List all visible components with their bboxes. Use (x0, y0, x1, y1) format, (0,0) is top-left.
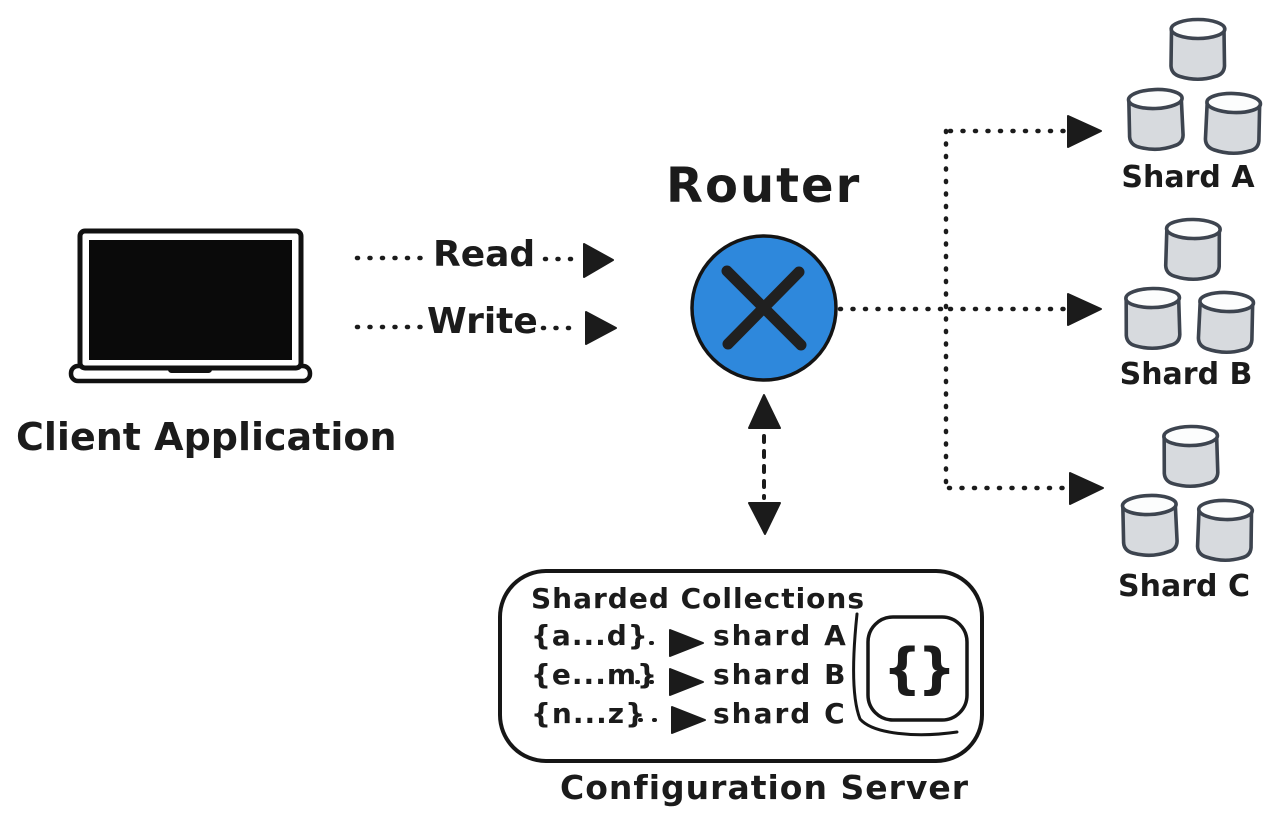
json-braces-icon: {} (883, 637, 956, 700)
router-config-link (748, 394, 781, 535)
router-label: Router (666, 158, 862, 214)
mapping-target-c: shard C (713, 697, 847, 730)
router-node-icon (690, 234, 838, 382)
config-box-divider (852, 612, 959, 737)
read-flow-label: Read (433, 234, 536, 275)
shard-c-label: Shard C (1118, 569, 1250, 604)
config-server-box (498, 569, 984, 763)
laptop-icon (68, 228, 313, 384)
mapping-target-b: shard B (713, 658, 848, 691)
mapping-range-c: {n...z} (531, 697, 647, 730)
json-icon-frame (866, 615, 969, 722)
shard-a-label: Shard A (1121, 160, 1255, 195)
write-flow-label: Write (427, 301, 538, 342)
read-arrow (354, 243, 614, 278)
mapping-range-a: {a...d} (531, 619, 649, 652)
shard-c-databases-icon (1120, 424, 1255, 563)
shard-a-databases-icon (1126, 17, 1263, 156)
mapping-arrow-b (635, 668, 704, 696)
client-application-label: Client Application (16, 415, 397, 459)
mapping-arrow-a (635, 629, 704, 657)
mapping-target-a: shard A (713, 619, 848, 652)
sharded-collections-title: Sharded Collections (531, 582, 866, 615)
shard-b-label: Shard B (1119, 357, 1253, 392)
write-arrow (354, 311, 617, 345)
shard-b-databases-icon (1123, 217, 1256, 355)
mapping-range-b: {e...m} (531, 658, 658, 691)
mapping-arrow-c (638, 706, 706, 734)
router-to-shards-links (837, 115, 1104, 505)
configuration-server-caption: Configuration Server (560, 768, 970, 807)
